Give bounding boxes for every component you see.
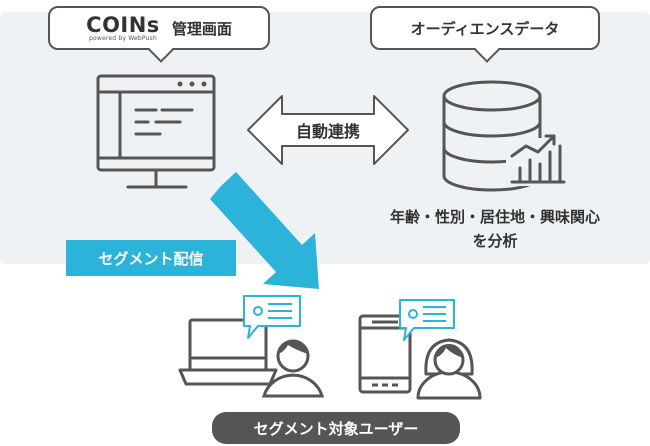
analysis-text: 年齢・性別・居住地・興味関心 を分析 bbox=[360, 205, 630, 253]
powered-by-text: powered by WebPush bbox=[88, 34, 157, 42]
chart-icon bbox=[506, 134, 570, 186]
audience-data-bubble: オーディエンスデータ bbox=[370, 6, 600, 63]
delivery-arrow-icon bbox=[210, 172, 319, 289]
admin-panel-label: 管理画面 bbox=[171, 19, 232, 38]
chat-bubble-icon bbox=[399, 299, 455, 341]
coins-admin-bubble: COINs powered by WebPush 管理画面 bbox=[48, 6, 270, 63]
chat-bubble-icon bbox=[243, 295, 301, 339]
user-icon bbox=[262, 339, 324, 398]
laptop-icon bbox=[178, 318, 278, 386]
double-arrow-icon bbox=[247, 95, 409, 165]
audience-data-label: オーディエンスデータ bbox=[410, 19, 560, 38]
user-icon bbox=[416, 338, 482, 400]
coins-logo-text: COINs bbox=[86, 12, 160, 37]
auto-link-label: 自動連携 bbox=[295, 122, 360, 141]
segment-delivery-label: セグメント配信 bbox=[66, 240, 236, 276]
target-users-label: セグメント対象ユーザー bbox=[212, 412, 460, 444]
monitor-icon bbox=[96, 74, 216, 189]
analysis-line-2: を分析 bbox=[472, 232, 518, 250]
coins-logo: COINs powered by WebPush bbox=[86, 12, 160, 42]
analysis-line-1: 年齢・性別・居住地・興味関心 bbox=[389, 208, 600, 226]
